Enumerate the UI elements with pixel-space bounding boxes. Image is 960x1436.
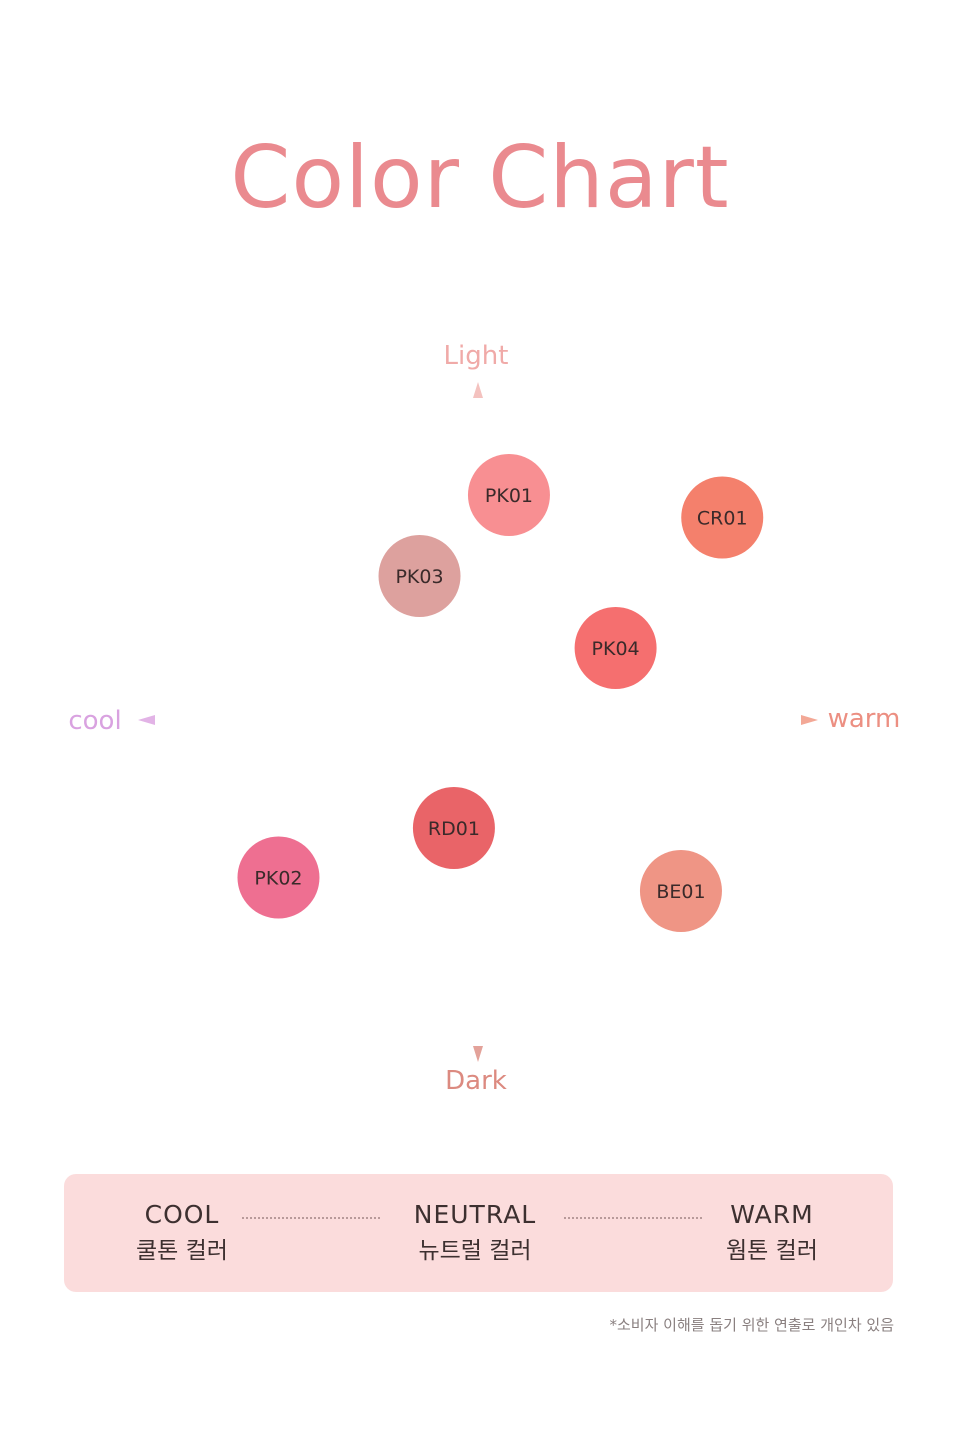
- point-label: BE01: [656, 881, 705, 903]
- page-title: Color Chart: [230, 128, 730, 228]
- y-axis-negative-label: Dark: [445, 1066, 507, 1096]
- legend-cool-en: COOL: [144, 1200, 220, 1229]
- y-axis-arrow-up: [473, 382, 483, 398]
- x-axis-arrow-right: [801, 715, 818, 725]
- legend-divider-left: [242, 1217, 380, 1219]
- legend-cool: COOL 쿨톤 컬러: [122, 1200, 242, 1265]
- y-axis-positive-label: Light: [444, 341, 509, 371]
- point-label: RD01: [428, 818, 480, 840]
- point-pk04: PK04: [574, 607, 657, 689]
- legend-divider-right: [564, 1217, 702, 1219]
- tone-legend: COOL 쿨톤 컬러 NEUTRAL 뉴트럴 컬러 WARM 웜톤 컬러: [64, 1174, 893, 1292]
- point-label: PK03: [395, 566, 443, 588]
- point-circle: [467, 454, 550, 536]
- point-rd01: RD01: [412, 787, 495, 869]
- point-circle: [378, 535, 461, 617]
- point-be01: BE01: [639, 850, 722, 932]
- point-circle: [574, 607, 657, 689]
- point-circle: [681, 476, 764, 559]
- x-axis-positive-label: warm: [828, 704, 901, 734]
- legend-neutral-en: NEUTRAL: [413, 1200, 537, 1229]
- point-cr01: CR01: [681, 476, 764, 559]
- point-label: CR01: [697, 508, 748, 530]
- legend-neutral-ko: 뉴트럴 컬러: [418, 1238, 532, 1264]
- point-circle: [639, 850, 722, 932]
- point-circle: [412, 787, 495, 869]
- legend-warm-ko: 웜톤 컬러: [726, 1238, 818, 1264]
- x-axis-negative-label: cool: [68, 706, 121, 736]
- point-label: PK01: [485, 485, 533, 507]
- legend-neutral: NEUTRAL 뉴트럴 컬러: [400, 1200, 550, 1265]
- legend-warm: WARM 웜톤 컬러: [712, 1200, 832, 1265]
- point-circle: [237, 836, 320, 919]
- point-label: PK02: [254, 868, 302, 890]
- point-pk02: PK02: [237, 836, 320, 919]
- point-pk01: PK01: [467, 454, 550, 536]
- y-axis-arrow-down: [473, 1046, 483, 1062]
- legend-cool-ko: 쿨톤 컬러: [136, 1238, 228, 1264]
- legend-warm-en: WARM: [730, 1200, 814, 1229]
- point-pk03: PK03: [378, 535, 461, 617]
- footnote: *소비자 이해를 돕기 위한 연출로 개인차 있음: [609, 1316, 894, 1334]
- point-label: PK04: [592, 638, 640, 660]
- x-axis-arrow-left: [138, 715, 155, 725]
- chart-svg: Light Dark cool warm PK01CR01PK03PK04RD0…: [68, 341, 901, 1096]
